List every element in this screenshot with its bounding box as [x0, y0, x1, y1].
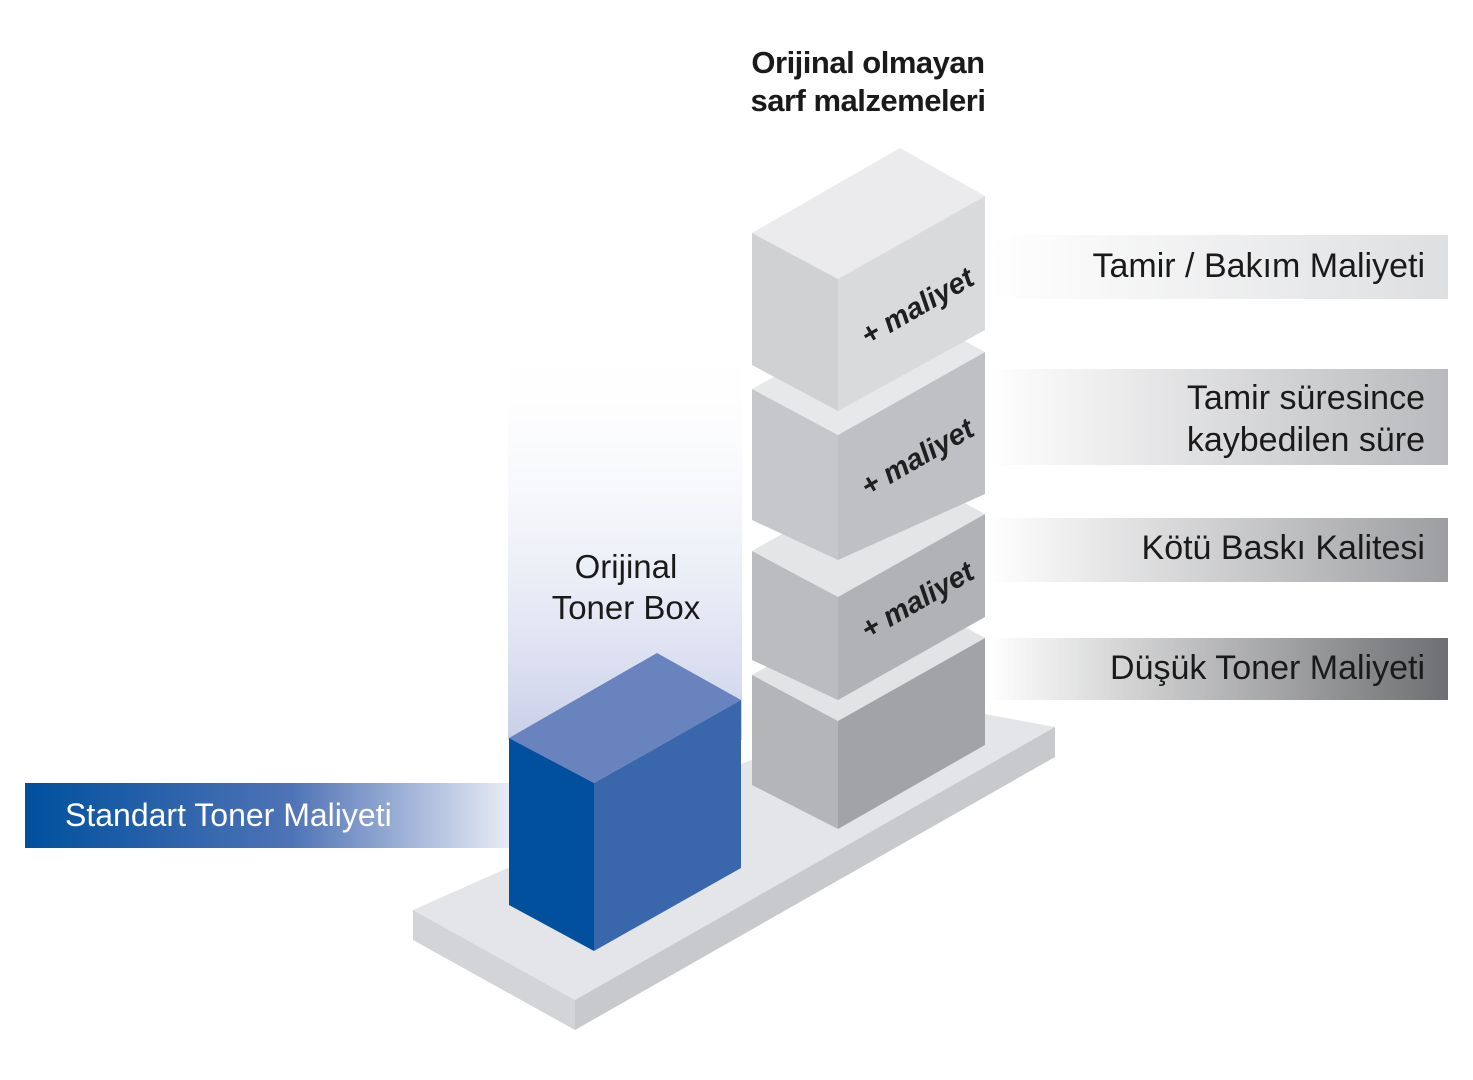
- standard-cost-bar: [25, 783, 510, 848]
- original-box-label-line2: Toner Box: [551, 589, 701, 626]
- non-original-title-line1: Orijinal olmayan: [751, 45, 985, 80]
- original-toner-box: [509, 653, 741, 951]
- cost-bar-low-toner: [988, 638, 1448, 700]
- cost-bar-downtime: [988, 369, 1448, 465]
- original-box-label: Orijinal Toner Box: [496, 546, 756, 628]
- cost-bar-repair: [988, 235, 1448, 299]
- repair-cost-label-text: Tamir / Bakım Maliyeti: [1092, 247, 1426, 285]
- downtime-cost-label-line2: kaybedilen süre: [1186, 421, 1425, 459]
- non-original-title-line2: sarf malzemeleri: [750, 83, 986, 118]
- downtime-cost-label: Tamir süresince kaybedilen süre: [1187, 377, 1425, 461]
- low-toner-cost-label: Düşük Toner Maliyeti: [1110, 647, 1425, 689]
- standard-cost-label: Standart Toner Maliyeti: [65, 797, 392, 833]
- cost-bar-print-quality: [988, 518, 1448, 582]
- downtime-cost-label-line1: Tamir süresince: [1186, 379, 1425, 417]
- original-box-label-line1: Orijinal: [574, 548, 678, 585]
- repair-cost-label: Tamir / Bakım Maliyeti: [1093, 245, 1426, 287]
- box-repair: [752, 148, 985, 411]
- print-quality-label-text: Kötü Baskı Kalitesi: [1141, 529, 1425, 567]
- non-original-title: Orijinal olmayan sarf malzemeleri: [700, 44, 1036, 120]
- print-quality-label: Kötü Baskı Kalitesi: [1142, 527, 1425, 569]
- low-toner-cost-label-text: Düşük Toner Maliyeti: [1110, 649, 1425, 687]
